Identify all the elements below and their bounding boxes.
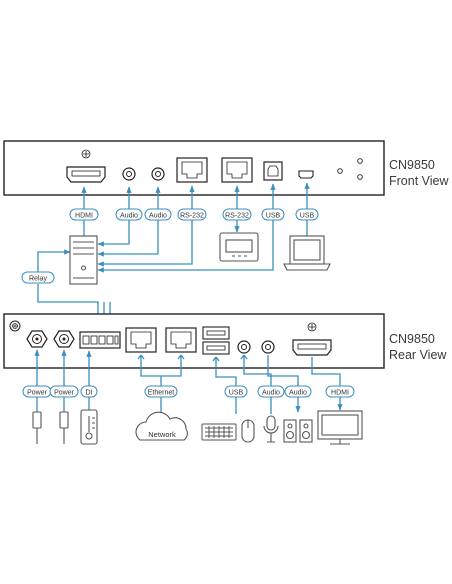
rear-usb-tag: USB [224, 385, 248, 398]
front-usb-b-port [263, 161, 283, 181]
rear-hdmi-port [292, 322, 332, 356]
front-audio-jack-1 [122, 167, 136, 181]
rear-audio-cable-1 [243, 355, 272, 386]
front-led-3 [357, 174, 363, 180]
relay-tag-text: Relay [29, 276, 47, 283]
rear-ethernet-port-1 [125, 327, 157, 353]
rear-ethernet-tag: Ethernet [144, 385, 178, 398]
rear-hdmi-tag: HDMI [325, 385, 355, 398]
front-mini-usb-port [298, 170, 314, 179]
front-audio-tag-1: Audio [115, 208, 143, 221]
rs232-device-icon [219, 232, 259, 262]
rear-di-tag: DI [80, 385, 98, 398]
rear-audio-jack-1 [237, 340, 251, 354]
network-cloud-label: Network [148, 430, 176, 439]
rear-cables [34, 349, 343, 418]
rear-power-tag-2-text: Power [54, 390, 75, 397]
rear-audio-tag-2: Audio [284, 385, 312, 398]
front-audio-tag-1-text: Audio [120, 213, 138, 220]
rear-ethernet-port-2 [165, 327, 197, 353]
front-usb-tag-2: USB [295, 208, 319, 221]
rear-model-label: CN9850 [389, 332, 435, 346]
rear-ethernet-tag-text: Ethernet [148, 390, 175, 397]
rear-audio-cable-2 [267, 355, 299, 386]
rear-labels: Power Power DI Ethernet USB Audio Audio [22, 385, 355, 398]
front-rs232-tag-2: RS-232 [222, 208, 252, 221]
front-audio-tag-2-text: Audio [149, 213, 167, 220]
rear-power-tag-2: Power [49, 385, 79, 398]
rear-panel [3, 313, 385, 369]
front-cables [37, 182, 310, 332]
rear-power-tag-1-text: Power [27, 390, 48, 397]
rear-terminal-block [79, 331, 121, 349]
rear-usb-cable [215, 357, 237, 386]
pc-tower-icon [69, 235, 98, 285]
power-plug-icon-1 [32, 411, 42, 444]
front-usb-tag-1-text: USB [266, 213, 281, 220]
front-labels: HDMI Audio Audio RS-232 RS-232 USB USB [21, 208, 319, 284]
rear-audio-tag-1: Audio [257, 385, 285, 398]
speakers-icon [283, 419, 313, 443]
front-usb-tag-2-text: USB [300, 213, 315, 220]
monitor-icon [317, 410, 363, 445]
front-rs232-tag-1: RS-232 [177, 208, 207, 221]
rear-usb-a-ports [202, 326, 230, 355]
front-led-2 [357, 158, 363, 164]
rear-audio-tag-1-text: Audio [262, 390, 280, 397]
front-rs232-port-2 [221, 157, 253, 183]
front-panel [3, 140, 385, 196]
front-hdmi-tag-text: HDMI [75, 213, 93, 220]
rear-audio-jack-2 [261, 340, 275, 354]
thermometer-icon [80, 409, 98, 445]
front-hdmi-port [66, 149, 106, 183]
laptop-icon [283, 235, 331, 271]
power-plug-icon-2 [59, 411, 69, 444]
front-hdmi-tag: HDMI [69, 208, 99, 221]
front-usb-tag-1: USB [261, 208, 285, 221]
rear-audio-tag-2-text: Audio [289, 390, 307, 397]
rear-hdmi-tag-text: HDMI [331, 390, 349, 397]
relay-cable [37, 249, 71, 272]
network-cloud-icon: Network [135, 411, 188, 441]
rear-usb-tag-text: USB [229, 390, 244, 397]
rear-power-connector-1 [26, 330, 48, 348]
mouse-icon [241, 419, 255, 443]
rear-hdmi-cable [311, 357, 341, 386]
ground-screw-icon [9, 320, 21, 332]
front-led-1 [337, 168, 343, 174]
relay-tag: Relay [21, 271, 55, 284]
front-rs232-tag-2-text: RS-232 [225, 213, 249, 220]
rear-power-tag-1: Power [22, 385, 52, 398]
rear-power-connector-2 [53, 330, 75, 348]
microphone-icon [263, 415, 279, 443]
front-rs232-port-1 [176, 157, 208, 183]
front-model-label: CN9850 [389, 158, 435, 172]
rear-view-label: Rear View [389, 348, 447, 362]
keyboard-icon [201, 423, 237, 441]
front-view-label: Front View [389, 174, 449, 188]
front-audio-jack-2 [151, 167, 165, 181]
front-rs232-tag-1-text: RS-232 [180, 213, 204, 220]
front-audio-tag-2: Audio [144, 208, 172, 221]
rear-di-tag-text: DI [86, 390, 93, 397]
